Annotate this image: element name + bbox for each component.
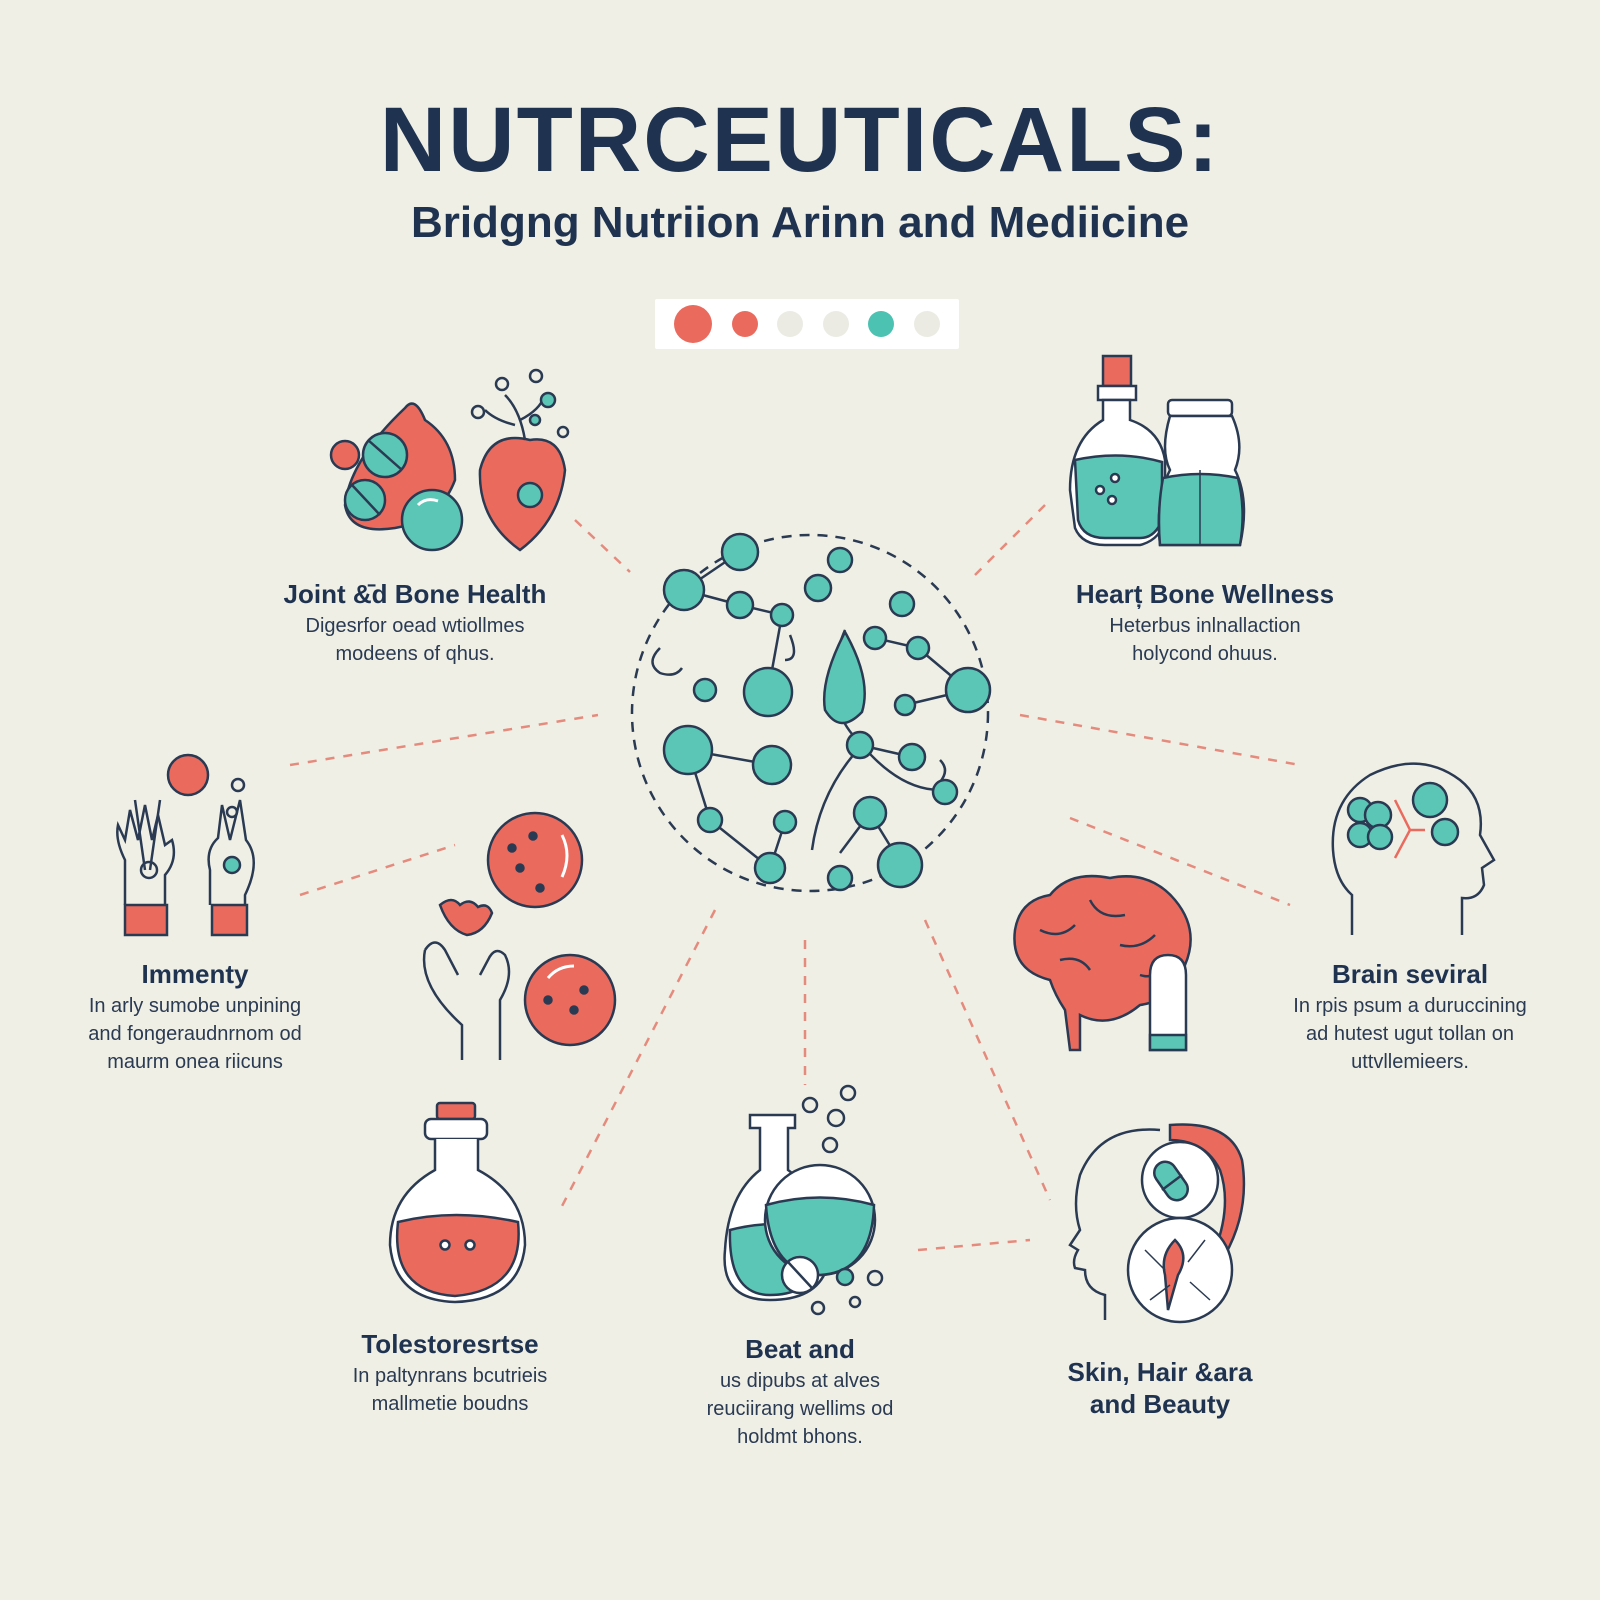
- topic-title: Tolestoresrtse: [361, 1329, 539, 1359]
- topic-immunity: Immenty In arly sumobe unpining and fong…: [40, 958, 350, 1076]
- topic-title: Skin, Hair &ara: [1067, 1357, 1253, 1387]
- pager-dot[interactable]: [777, 311, 804, 337]
- topic-desc-line: holycond ohuus.: [1132, 643, 1278, 665]
- pager-dot[interactable]: [822, 311, 849, 337]
- topic-desc-line: us dipubs at alves: [719, 1370, 881, 1392]
- topic-desc-line: and fongeraudnrnom od: [88, 1023, 302, 1045]
- topic-desc-line: Digesrfor oead wtiollmes: [305, 615, 525, 637]
- skin-head-icon: [1068, 1123, 1246, 1324]
- topic-joint-bone-health: Joint &̄d Bone Health Digesrfor oead wti…: [225, 578, 605, 668]
- topic-title: Hearț Bone Wellness: [1075, 579, 1335, 609]
- page-subtitle: Bridgng Nutriion Arinn and Mediicine: [410, 198, 1190, 247]
- pager-dot[interactable]: [868, 311, 895, 337]
- topic-title: Beat and: [745, 1334, 855, 1364]
- page-title: NUTRCEUTICALS:: [379, 89, 1221, 191]
- topic-desc-line: Heterbus inlnallaction: [1109, 615, 1301, 637]
- topic-beat: Beat and us dipubs at alves reuciirang w…: [650, 1333, 950, 1451]
- topic-desc-line: modeens of qhus.: [335, 643, 495, 665]
- tonic-bottles-icon: [1068, 354, 1246, 547]
- topic-desc-line: In arly sumobe unpining: [88, 995, 302, 1017]
- topic-desc-line: ad hutest ugut tollan on: [1306, 1023, 1514, 1045]
- fruit-pill-icon: [329, 368, 570, 552]
- pager-dot[interactable]: [913, 311, 940, 337]
- topic-tolesto: Tolestoresrtse In paltynrans bcutrieis m…: [300, 1328, 600, 1418]
- flask-icon: [388, 1101, 527, 1304]
- hand-berries-icon: [422, 811, 617, 1060]
- pager-dots: [655, 299, 959, 349]
- topic-desc-line: mallmetie boudns: [371, 1393, 529, 1415]
- topic-desc-line: uttvllemieers.: [1351, 1051, 1469, 1073]
- topic-brain: Brain seviral In rpis psum a duruccining…: [1250, 958, 1570, 1076]
- topic-title: Joint &̄d Bone Health: [283, 579, 547, 609]
- topic-desc-line: reuciirang wellims od: [706, 1398, 894, 1420]
- topic-title-line2: and Beauty: [1089, 1389, 1231, 1419]
- topic-desc-line: In rpis psum a duruccining: [1293, 995, 1527, 1017]
- topic-desc-line: holdmt bhons.: [737, 1426, 863, 1448]
- topic-skin-hair-beauty: Skin, Hair &ara and Beauty: [1010, 1356, 1310, 1420]
- pager-dot[interactable]: [731, 311, 758, 337]
- topic-heart-bone-wellness: Hearț Bone Wellness Heterbus inlnallacti…: [1005, 578, 1405, 668]
- topic-desc-line: maurm onea riicuns: [107, 1051, 283, 1073]
- connector-lines: [289, 499, 1301, 1252]
- topic-title: Immenty: [141, 959, 249, 989]
- lab-flask-icon: [723, 1084, 884, 1316]
- topic-title: Brain seviral: [1331, 959, 1489, 989]
- hands-icon: [116, 753, 255, 937]
- brain-head-icon: [1013, 762, 1496, 1052]
- molecule-network-icon: [630, 532, 992, 893]
- topic-desc-line: In paltynrans bcutrieis: [352, 1365, 548, 1387]
- pager-dot[interactable]: [674, 305, 713, 343]
